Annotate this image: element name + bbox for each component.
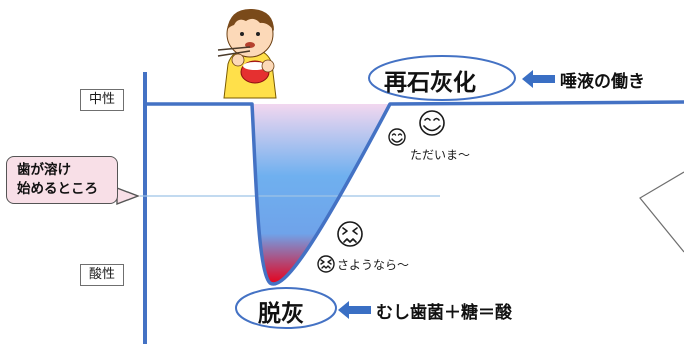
welcome-back-text: ただいま～	[410, 148, 471, 162]
small-upset-face-icon	[317, 255, 335, 273]
remineralization-oval	[368, 55, 516, 101]
callout-line-1: 歯が溶け	[17, 162, 71, 178]
acidic-ph-label: 酸性	[80, 264, 124, 286]
right-speech-bubble	[639, 171, 684, 253]
callout-tail	[116, 186, 140, 206]
callout-line-2: 始めるところ	[17, 181, 98, 197]
acid-arrow	[338, 301, 371, 319]
big-happy-face-icon	[419, 110, 445, 136]
neutral-ph-label: 中性	[80, 89, 124, 111]
saliva-arrow	[522, 70, 555, 88]
small-happy-face-icon	[388, 128, 406, 146]
demineralization-label: 脱灰	[258, 301, 304, 327]
ph-dip-fill	[252, 104, 390, 284]
child-eating-icon	[217, 8, 277, 99]
acid-cause-label: むし歯菌＋糖＝酸	[376, 303, 512, 323]
big-upset-face-icon	[337, 221, 363, 247]
goodbye-text: さようなら～	[337, 258, 410, 272]
saliva-effect-label: 唾液の働き	[560, 72, 645, 92]
dissolution-threshold-callout: 歯が溶け 始めるところ	[6, 156, 118, 204]
demineralization-oval	[235, 287, 337, 329]
remineralization-label: 再石灰化	[384, 70, 476, 96]
ph-curve-line	[145, 100, 684, 286]
